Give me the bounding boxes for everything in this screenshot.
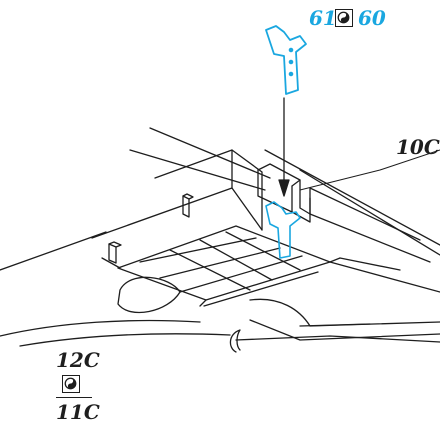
upper-contour-line-2	[129, 149, 266, 191]
part-number-11c: 11C	[56, 400, 100, 424]
panel-line-right	[299, 323, 371, 327]
lower-contour-2	[19, 333, 231, 347]
part-hole-2	[288, 59, 294, 65]
callout-underline	[56, 397, 92, 398]
slot-right-face	[299, 179, 421, 241]
part-hole-1	[288, 47, 294, 53]
part-61-detached	[265, 25, 307, 95]
post-1-top	[182, 193, 194, 200]
slot-rear	[291, 197, 311, 223]
floor-grid-4	[169, 249, 251, 291]
part-number-60: 60	[358, 6, 386, 30]
wing-fillet	[117, 276, 181, 314]
floor-panel	[117, 225, 331, 301]
yin-yang-glue-icon	[335, 9, 353, 27]
floor-front-lip	[101, 257, 319, 307]
cockpit-left-wall	[154, 149, 263, 231]
leader-10c	[299, 149, 440, 191]
floor-grid-2	[159, 247, 281, 279]
post-2	[108, 243, 117, 264]
under-edge	[235, 335, 440, 343]
part-hole-3	[288, 71, 294, 77]
pointer-arrowhead	[278, 179, 290, 197]
fillet-right-2	[249, 319, 440, 341]
floor-grid-1	[139, 237, 257, 263]
upper-contour-line	[149, 127, 271, 179]
slot-right-face-2	[309, 213, 431, 263]
lower-left-edge	[0, 231, 107, 271]
yin-yang-glue-icon-bottom	[62, 375, 80, 393]
floor-grid-3	[179, 255, 303, 293]
right-upper-edge	[264, 149, 440, 246]
floor-grid-6	[225, 231, 301, 271]
fillet-right	[249, 298, 440, 327]
right-upper-edge-2	[299, 169, 440, 256]
post-1	[182, 195, 190, 218]
post-2-top	[108, 241, 122, 248]
right-lower-edge	[329, 261, 440, 293]
lower-contour	[0, 319, 201, 337]
part-61-installed	[265, 201, 301, 259]
right-lower-edge-2	[339, 257, 401, 271]
part-number-12c: 12C	[56, 348, 100, 372]
floor-grid-5	[199, 239, 273, 281]
part-number-61: 61	[309, 6, 337, 30]
slot-top	[257, 163, 301, 187]
cockpit-left-face	[91, 187, 263, 239]
slot-front	[257, 169, 293, 213]
part-number-10c: 10C	[396, 135, 440, 159]
floor-panel-edge	[199, 257, 341, 307]
hook-part	[229, 329, 241, 353]
